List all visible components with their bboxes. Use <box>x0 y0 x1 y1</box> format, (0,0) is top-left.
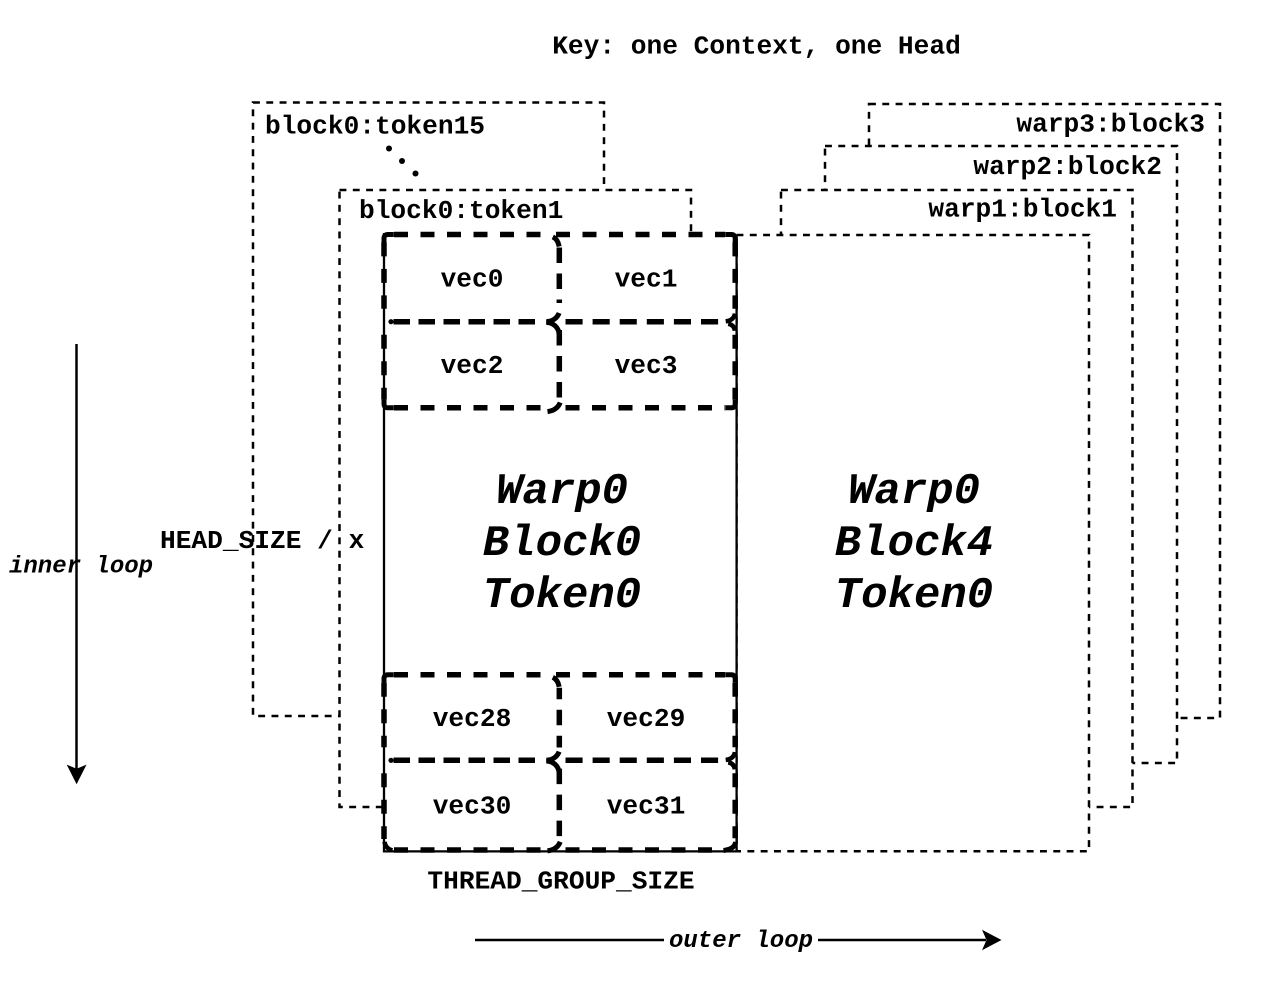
svg-text:warp1:block1: warp1:block1 <box>928 195 1117 225</box>
svg-text:warp3:block3: warp3:block3 <box>1016 110 1205 140</box>
svg-text:vec0: vec0 <box>441 265 504 295</box>
svg-text:vec1: vec1 <box>615 265 678 295</box>
svg-text:Warp0: Warp0 <box>848 467 980 517</box>
svg-text:outer loop: outer loop <box>669 928 813 955</box>
svg-text:vec3: vec3 <box>615 351 678 381</box>
svg-text:Block4: Block4 <box>835 519 993 569</box>
svg-text:vec2: vec2 <box>441 351 504 381</box>
svg-text:vec30: vec30 <box>433 792 512 822</box>
svg-text:THREAD_GROUP_SIZE: THREAD_GROUP_SIZE <box>427 867 694 897</box>
svg-text:Block0: Block0 <box>483 519 641 569</box>
svg-text:block0:token15: block0:token15 <box>265 112 485 142</box>
svg-text:warp2:block2: warp2:block2 <box>973 152 1162 182</box>
svg-text:Key: one Context, one Head: Key: one Context, one Head <box>552 32 961 62</box>
svg-text:vec29: vec29 <box>607 704 686 734</box>
svg-text:vec31: vec31 <box>607 792 686 822</box>
svg-text:block0:token1: block0:token1 <box>359 196 563 226</box>
svg-text:Warp0: Warp0 <box>496 467 628 517</box>
svg-text:Token0: Token0 <box>835 571 993 621</box>
svg-text:vec28: vec28 <box>433 704 512 734</box>
svg-text:inner loop: inner loop <box>9 554 153 581</box>
svg-text:Token0: Token0 <box>483 571 641 621</box>
svg-text:HEAD_SIZE / x: HEAD_SIZE / x <box>160 526 365 556</box>
